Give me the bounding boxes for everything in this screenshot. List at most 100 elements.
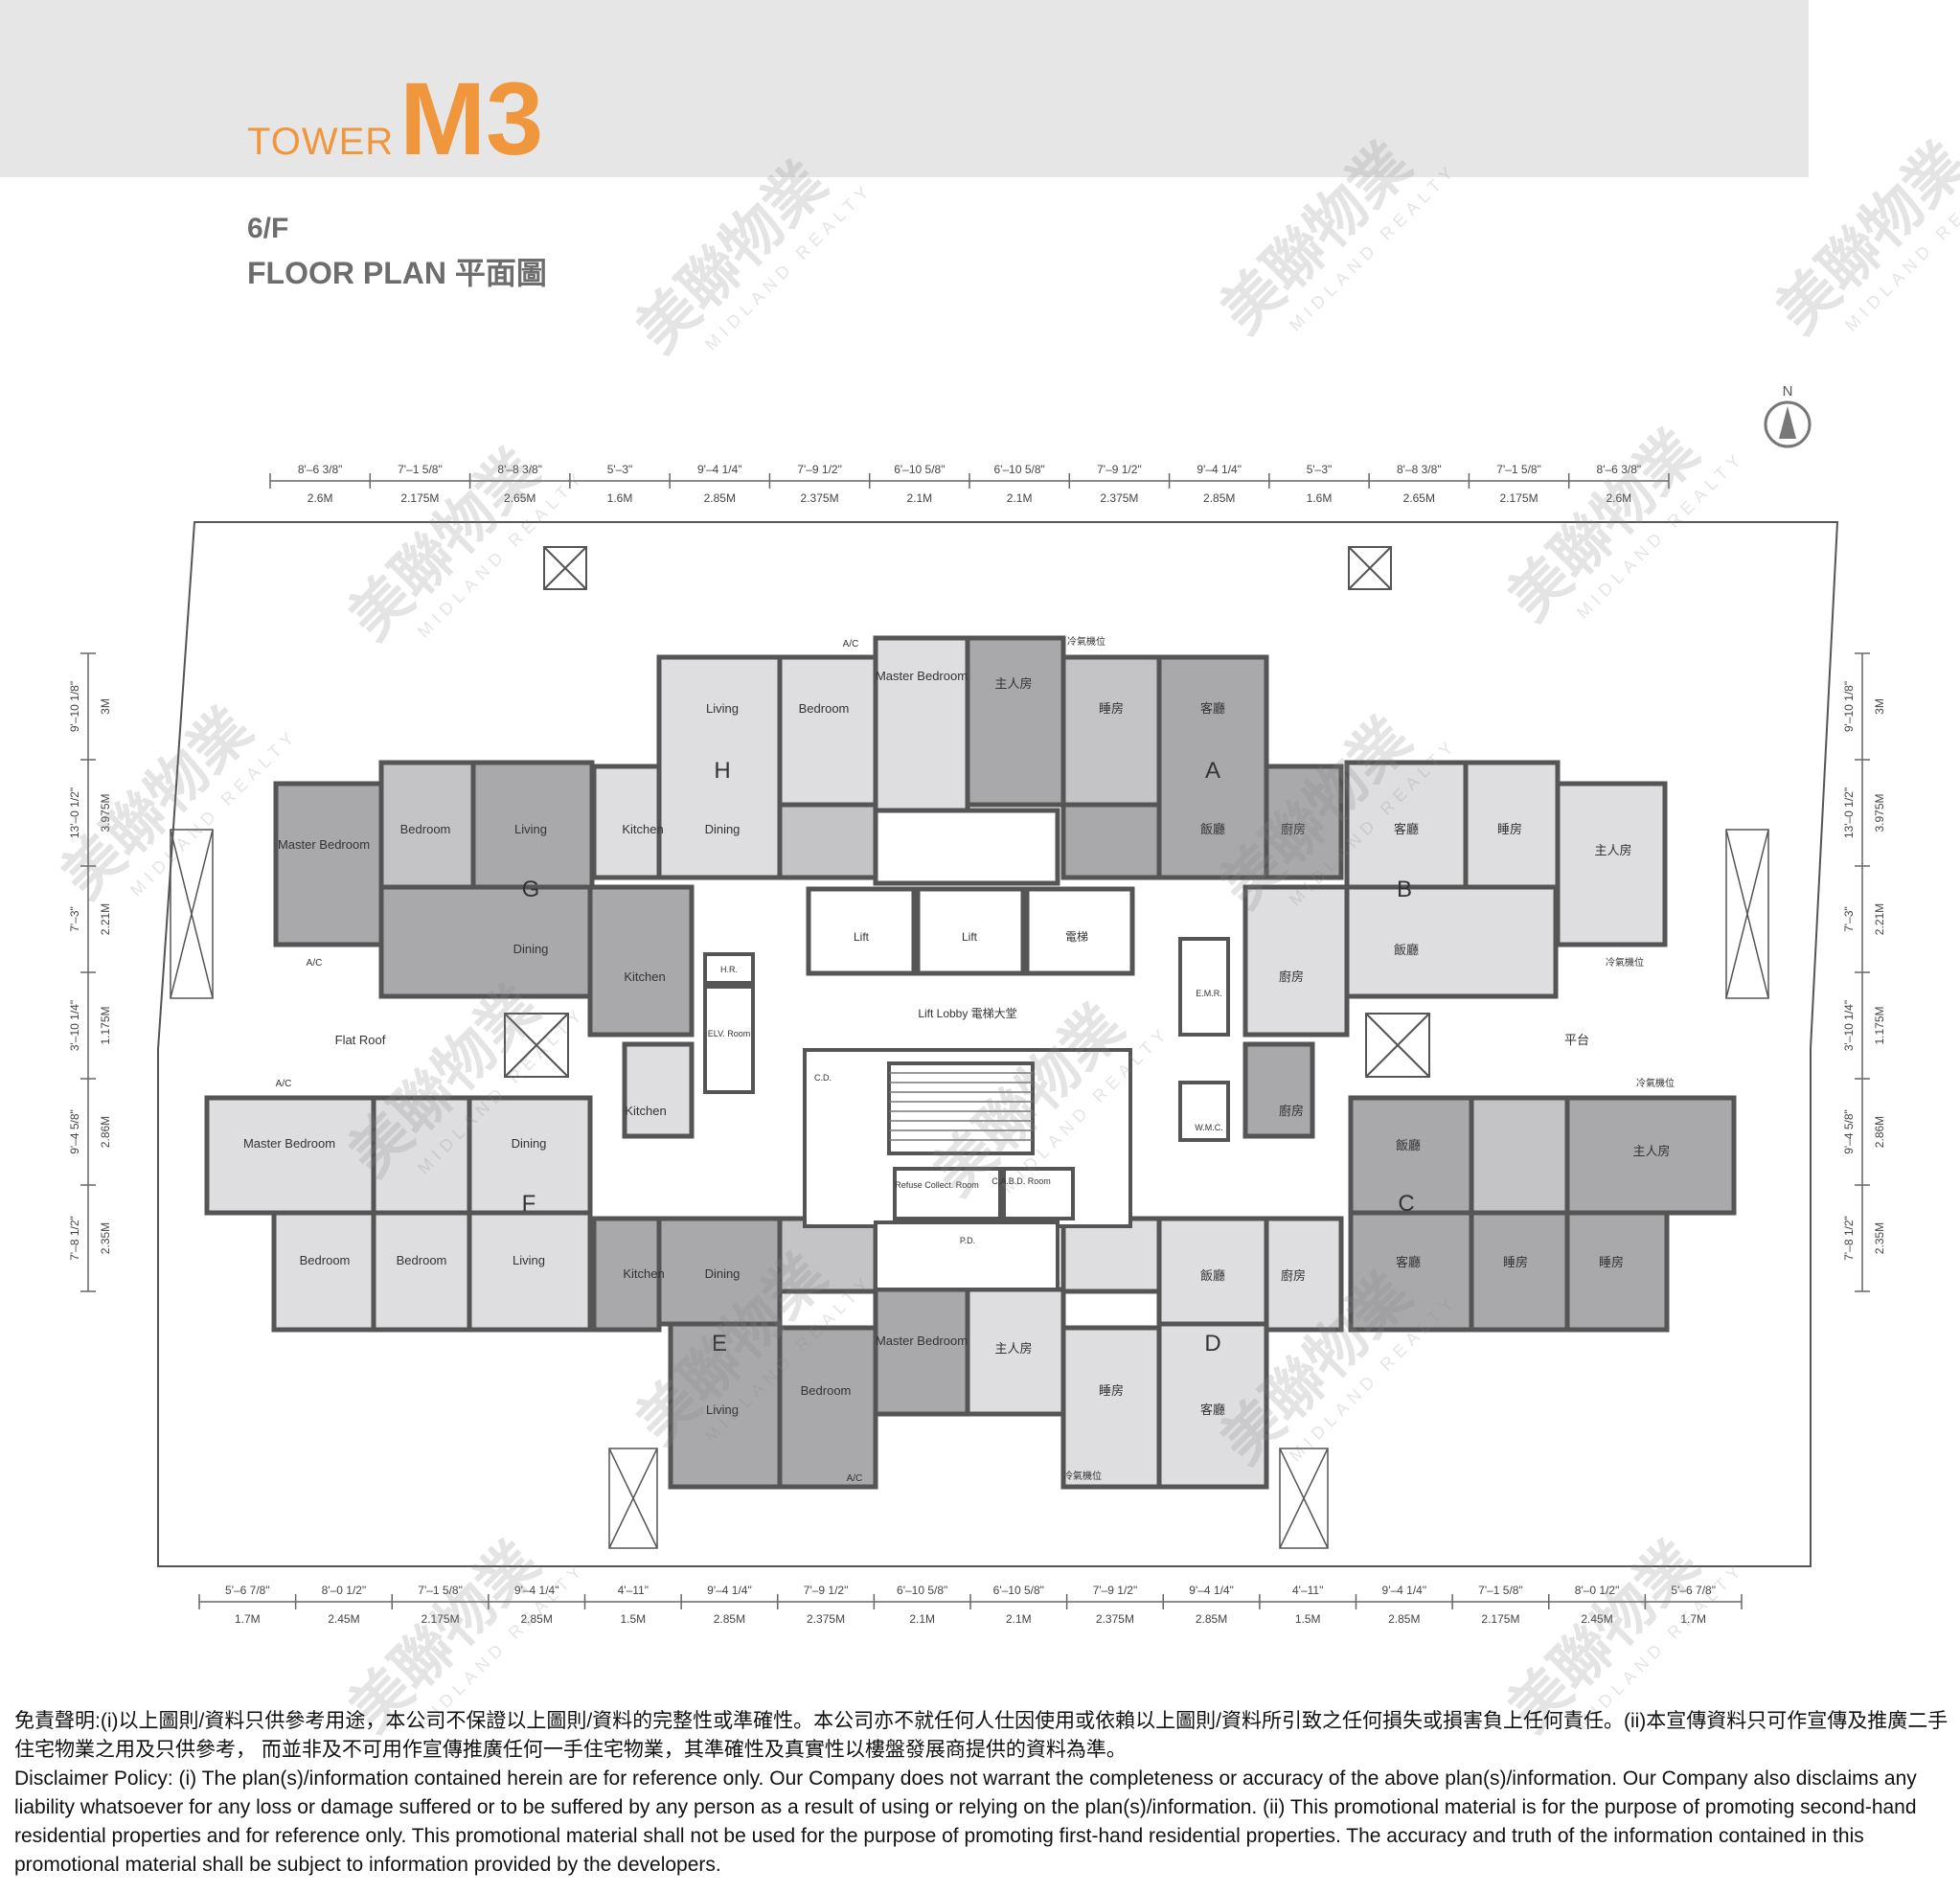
room-e-master: Master Bedroom bbox=[876, 1334, 968, 1348]
flat-roof-left: Flat Roof bbox=[335, 1033, 386, 1047]
dim-metric: 2.175M bbox=[400, 491, 439, 505]
dim-imperial: 6'–10 5/8" bbox=[894, 463, 945, 476]
dim-imperial: 9'–4 1/4" bbox=[1189, 1584, 1234, 1597]
lift-1-label: Lift bbox=[854, 930, 870, 944]
cd-label: C.D. bbox=[814, 1073, 832, 1083]
room-f-living: Living bbox=[513, 1253, 545, 1267]
top-dimension-chain: 8'–6 3/8" 2.6M 7'–1 5/8" 2.175M 8'–8 3/8" 2.6… bbox=[269, 463, 1670, 505]
ac-d: 冷氣機位 bbox=[1063, 1470, 1102, 1482]
ac-c: 冷氣機位 bbox=[1636, 1077, 1675, 1089]
room-f-bedroom-2: Bedroom bbox=[397, 1253, 447, 1267]
dim-metric: 1.5M bbox=[1295, 1612, 1321, 1626]
dim-imperial: 5'–6 7/8" bbox=[225, 1584, 270, 1597]
unit-label-e: E bbox=[712, 1331, 727, 1357]
lift-3-label: 電梯 bbox=[1065, 930, 1088, 944]
dim-metric: 3.975M bbox=[99, 793, 112, 832]
dim-metric: 2.375M bbox=[807, 1612, 845, 1626]
room-g-living: Living bbox=[514, 822, 547, 836]
service-rooms bbox=[703, 937, 1230, 1142]
dim-metric: 2.1M bbox=[907, 491, 933, 505]
dim-imperial: 7'–9 1/2" bbox=[804, 1584, 849, 1597]
unit-b bbox=[1242, 760, 1668, 1038]
unit-label-a: A bbox=[1205, 758, 1220, 784]
room-e-dining: Dining bbox=[705, 1266, 741, 1281]
dim-imperial: 7'–1 5/8" bbox=[398, 463, 443, 476]
unit-label-b: B bbox=[1397, 877, 1412, 902]
room-h-kitchen: Kitchen bbox=[622, 822, 663, 836]
dim-imperial: 8'–0 1/2" bbox=[322, 1584, 367, 1597]
dim-imperial: 9'–4 1/4" bbox=[697, 463, 742, 476]
room-d-bedroom: 睡房 bbox=[1099, 1383, 1124, 1398]
dim-metric: 2.45M bbox=[1581, 1612, 1612, 1626]
dim-metric: 2.86M bbox=[1873, 1116, 1886, 1148]
unit-a bbox=[965, 635, 1344, 880]
dim-metric: 2.1M bbox=[1006, 1612, 1032, 1626]
dim-imperial: 9'–4 1/4" bbox=[514, 1584, 559, 1597]
dim-metric: 1.6M bbox=[1307, 491, 1333, 505]
unit-label-c: C bbox=[1398, 1191, 1414, 1217]
dim-imperial: 7'–9 1/2" bbox=[797, 463, 842, 476]
dim-metric: 2.21M bbox=[1873, 903, 1886, 935]
dim-imperial: 8'–0 1/2" bbox=[1575, 1584, 1620, 1597]
room-f-dining: Dining bbox=[512, 1136, 547, 1151]
dim-metric: 2.175M bbox=[422, 1612, 460, 1626]
dim-imperial: 6'–10 5/8" bbox=[993, 1584, 1044, 1597]
dim-imperial: 9'–10 1/8" bbox=[68, 681, 81, 732]
ac-g: A/C bbox=[307, 958, 323, 969]
dim-metric: 1.7M bbox=[1680, 1612, 1706, 1626]
dim-imperial: 3'–10 1/4" bbox=[1842, 1000, 1856, 1051]
dim-metric: 2.85M bbox=[714, 1612, 745, 1626]
dim-metric: 2.1M bbox=[909, 1612, 935, 1626]
room-c-kitchen: 廚房 bbox=[1279, 1104, 1304, 1118]
refuse-room-label: Refuse Collect. Room bbox=[895, 1180, 979, 1190]
dim-imperial: 3'–10 1/4" bbox=[68, 1000, 81, 1051]
dim-imperial: 8'–8 3/8" bbox=[497, 463, 542, 476]
planter-right bbox=[1725, 829, 1769, 999]
dim-imperial: 5'–3" bbox=[607, 463, 633, 476]
dim-metric: 2.6M bbox=[308, 491, 333, 505]
dim-metric: 1.6M bbox=[607, 491, 633, 505]
dim-metric: 2.375M bbox=[801, 491, 839, 505]
dim-imperial: 7'–1 5/8" bbox=[1478, 1584, 1523, 1597]
dim-imperial: 5'–6 7/8" bbox=[1671, 1584, 1716, 1597]
unit-h bbox=[591, 654, 878, 880]
dim-imperial: 9'–4 1/4" bbox=[707, 1584, 752, 1597]
emr-label: E.M.R. bbox=[1196, 989, 1222, 998]
unit-label-g: G bbox=[522, 877, 540, 902]
room-e-kitchen: Kitchen bbox=[623, 1266, 664, 1281]
dim-metric: 2.35M bbox=[1873, 1222, 1886, 1254]
room-f-kitchen: Kitchen bbox=[625, 1104, 666, 1118]
dim-imperial: 9'–4 1/4" bbox=[1382, 1584, 1427, 1597]
compass-label: N bbox=[1783, 383, 1793, 399]
dim-imperial: 7'–8 1/2" bbox=[68, 1216, 81, 1261]
pd-label: P.D. bbox=[960, 1236, 975, 1245]
room-a-master: 主人房 bbox=[994, 676, 1032, 691]
shaft-top-right bbox=[1348, 546, 1392, 590]
unit-d bbox=[965, 1216, 1344, 1490]
room-h-bedroom: Bedroom bbox=[799, 701, 850, 716]
ac-e: A/C bbox=[847, 1473, 863, 1484]
dim-metric: 2.175M bbox=[1481, 1612, 1519, 1626]
dim-imperial: 7'–3" bbox=[68, 906, 81, 932]
dim-imperial: 8'–6 3/8" bbox=[1597, 463, 1642, 476]
dim-metric: 2.65M bbox=[1403, 491, 1435, 505]
dim-metric: 1.5M bbox=[620, 1612, 646, 1626]
room-g-master: Master Bedroom bbox=[278, 837, 370, 852]
shaft-top-left bbox=[543, 546, 587, 590]
dim-imperial: 4'–11" bbox=[1292, 1584, 1323, 1597]
stair-treads bbox=[889, 1072, 1033, 1141]
dim-imperial: 9'–4 5/8" bbox=[1842, 1109, 1856, 1154]
dim-metric: 2.6M bbox=[1607, 491, 1632, 505]
dim-metric: 2.85M bbox=[1388, 1612, 1420, 1626]
hr-label: H.R. bbox=[720, 965, 738, 974]
room-g-dining: Dining bbox=[513, 942, 549, 956]
ac-a: 冷氣機位 bbox=[1067, 635, 1105, 648]
dim-imperial: 6'–10 5/8" bbox=[897, 1584, 947, 1597]
dim-imperial: 7'–8 1/2" bbox=[1842, 1216, 1856, 1261]
unit-label-h: H bbox=[714, 758, 730, 784]
tower-prefix: TOWER bbox=[247, 121, 395, 163]
dim-imperial: 7'–1 5/8" bbox=[418, 1584, 463, 1597]
room-c-living: 客廳 bbox=[1396, 1255, 1421, 1269]
